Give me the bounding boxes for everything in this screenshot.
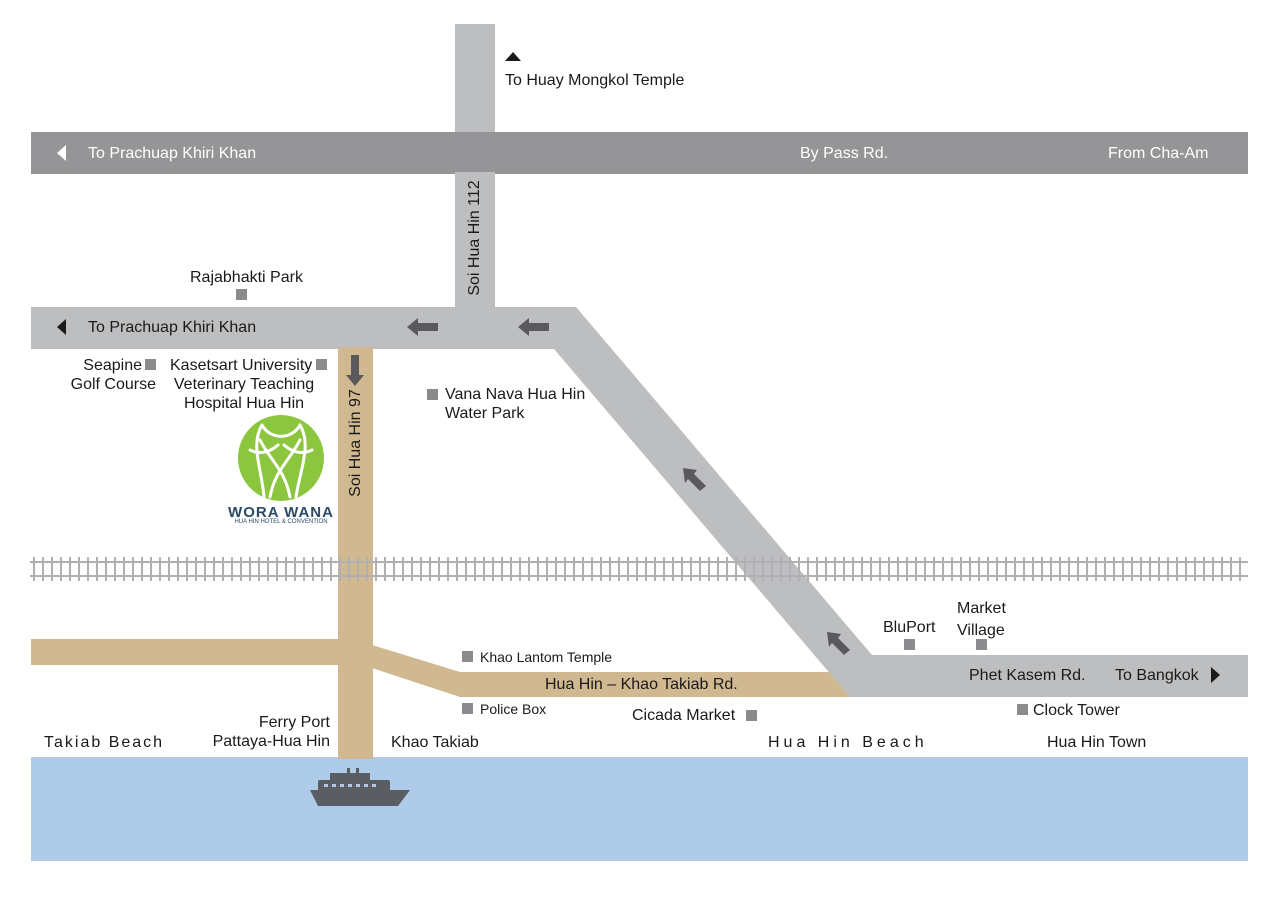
arrow-up-left-icon <box>683 468 706 491</box>
bypass-east-origin: From Cha-Am <box>1108 145 1209 162</box>
place-clock-tower: Clock Tower <box>1033 702 1120 719</box>
poi-marker-rajabhakti <box>236 289 247 300</box>
middle-road-destination: To Prachuap Khiri Khan <box>88 319 257 336</box>
area-ferry-line1: Ferry Port <box>258 714 330 731</box>
poi-marker-bluport <box>904 639 915 650</box>
area-hua-hin-beach: Hua Hin Beach <box>768 734 928 751</box>
triangle-right-icon <box>1211 667 1220 683</box>
phet-kasem-destination: To Bangkok <box>1115 667 1199 684</box>
bypass-road <box>31 132 1248 174</box>
bypass-west-destination: To Prachuap Khiri Khan <box>88 145 257 162</box>
poi-marker-police-box <box>462 703 473 714</box>
place-kasetsart-line2: Veterinary Teaching <box>173 376 315 393</box>
phet-kasem-road-name: Phet Kasem Rd. <box>969 667 1086 684</box>
arrow-left-icon <box>518 318 549 336</box>
west-coastal-road <box>31 639 339 665</box>
arrow-up-left-icon <box>827 632 850 655</box>
diagonal-road <box>530 307 872 697</box>
place-market-village-line2: Village <box>957 622 1005 639</box>
poi-marker-market-village <box>976 639 987 650</box>
poi-marker-clock-tower <box>1017 704 1028 715</box>
north-road <box>455 24 495 136</box>
middle-road <box>31 307 576 349</box>
area-hua-hin-town: Hua Hin Town <box>1047 734 1147 751</box>
sea <box>31 757 1248 861</box>
place-vananava-line2: Water Park <box>445 405 525 422</box>
place-police-box: Police Box <box>480 701 547 717</box>
place-seapine-line2: Golf Course <box>70 376 156 393</box>
place-khao-lantom: Khao Lantom Temple <box>480 649 613 665</box>
bypass-road-name: By Pass Rd. <box>800 145 889 162</box>
triangle-up-icon <box>505 52 521 61</box>
hotel-name: WORA WANA <box>228 504 334 521</box>
phet-kasem-road <box>850 655 1248 697</box>
place-vananava-line1: Vana Nava Hua Hin <box>445 386 586 403</box>
khao-takiab-road-shape <box>372 645 860 697</box>
place-kasetsart-line3: Hospital Hua Hin <box>183 395 305 412</box>
north-road-destination: To Huay Mongkol Temple <box>505 72 685 89</box>
area-takiab-beach: Takiab Beach <box>44 734 165 751</box>
soi-97-label: Soi Hua Hin 97 <box>347 389 364 497</box>
hotel-tagline: HUA HIN HOTEL & CONVENTION <box>234 519 328 525</box>
area-ferry-line2: Pattaya-Hua Hin <box>212 733 330 750</box>
ship-icon <box>310 768 410 806</box>
place-market-village-line1: Market <box>957 600 1006 617</box>
soi-112-label: Soi Hua Hin 112 <box>466 180 483 296</box>
triangle-left-icon <box>57 319 66 335</box>
soi-112-road <box>455 172 495 312</box>
area-khao-takiab: Khao Takiab <box>391 734 479 751</box>
railway-icon <box>30 557 1248 581</box>
poi-marker-vananava <box>427 389 438 400</box>
arrow-down-icon <box>346 355 364 386</box>
arrow-left-icon <box>407 318 438 336</box>
tree-logo-icon <box>238 415 324 501</box>
place-cicada: Cicada Market <box>632 707 736 724</box>
place-seapine-line1: Seapine <box>83 357 142 374</box>
place-rajabhakti: Rajabhakti Park <box>190 269 303 286</box>
place-bluport: BluPort <box>883 619 936 636</box>
poi-marker-seapine <box>145 359 156 370</box>
khao-takiab-road-name: Hua Hin – Khao Takiab Rd. <box>545 676 738 693</box>
poi-marker-khao-lantom <box>462 651 473 662</box>
poi-marker-kasetsart <box>316 359 327 370</box>
triangle-left-icon <box>57 145 66 161</box>
place-kasetsart-line1: Kasetsart University <box>170 357 313 374</box>
poi-marker-cicada <box>746 710 757 721</box>
soi-97-road <box>338 347 373 759</box>
